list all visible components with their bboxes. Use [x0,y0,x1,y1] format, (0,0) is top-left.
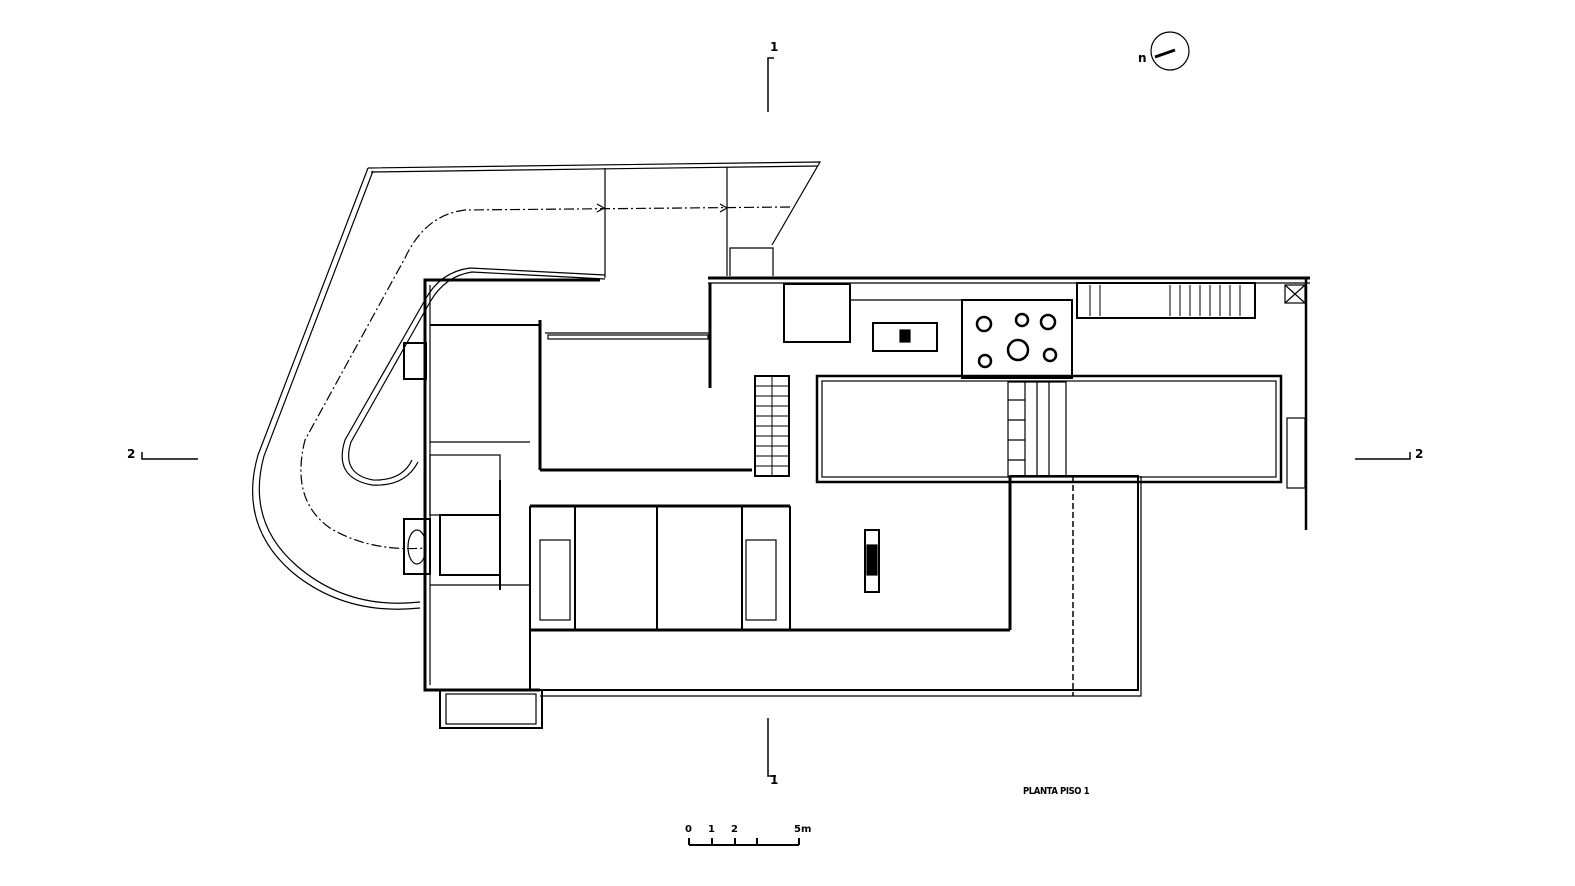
section-mark-top: 1 [770,40,779,54]
scale-label: 2 [731,824,738,835]
section-line-1-top [767,57,774,112]
section-line-1-bottom [767,718,776,777]
section-line-2-right [1355,452,1411,460]
scale-bar [688,838,800,846]
section-mark-right: 2 [1415,447,1424,461]
scale-label: 0 [685,824,692,835]
section-mark-left: 2 [127,447,136,461]
north-label: n [1138,51,1147,65]
driveway-ramp [252,161,822,610]
drawing-title: PLANTA PISO 1 [1023,786,1090,797]
north-arrow-icon [1150,31,1190,71]
scale-label: 1 [708,824,715,835]
section-mark-bottom: 1 [770,773,779,787]
scale-label: 5m [794,824,812,835]
section-line-2-left [141,452,198,460]
building-walls [403,276,1310,729]
